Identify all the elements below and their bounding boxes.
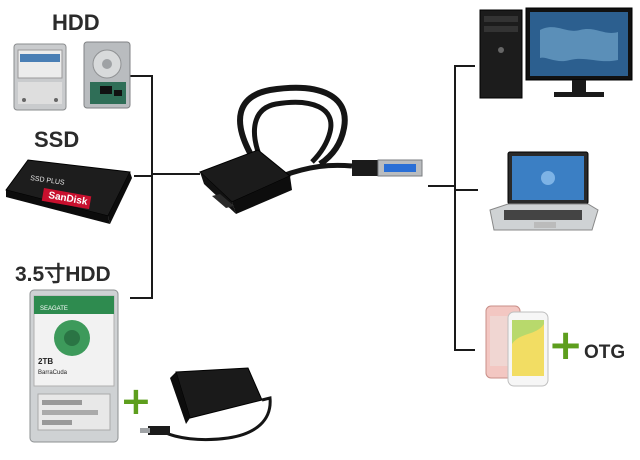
desktop-computer bbox=[479, 7, 633, 99]
otg-label: OTG bbox=[584, 342, 626, 363]
hdd-label: HDD bbox=[52, 10, 100, 35]
hdd-3-5-drive: SEAGATE 2TB BarraCuda bbox=[29, 289, 119, 443]
plus-icon-power: + bbox=[120, 379, 152, 423]
hdd-2-5-drive-back bbox=[83, 41, 131, 109]
hdd-capacity-text: 2TB bbox=[38, 357, 53, 366]
ssd-model-text: SSD PLUS bbox=[30, 175, 66, 187]
left-connector-lines bbox=[130, 75, 200, 299]
ssd-label: SSD bbox=[34, 127, 80, 152]
laptop-computer bbox=[489, 151, 599, 231]
sandisk-ssd: SSD PLUS SanDisk bbox=[5, 159, 132, 224]
hdd-2-5-drive-front bbox=[13, 43, 67, 111]
right-connector-lines bbox=[428, 65, 478, 351]
plus-icon-otg: + bbox=[548, 320, 584, 369]
hdd-3-5-label: 3.5寸HDD bbox=[15, 263, 111, 286]
smartphones bbox=[485, 305, 549, 387]
hdd-brand-text: SEAGATE bbox=[40, 306, 68, 312]
usb-sata-adapter bbox=[199, 84, 423, 214]
hdd-model-text: BarraCuda bbox=[38, 370, 68, 376]
power-adapter bbox=[140, 367, 272, 442]
